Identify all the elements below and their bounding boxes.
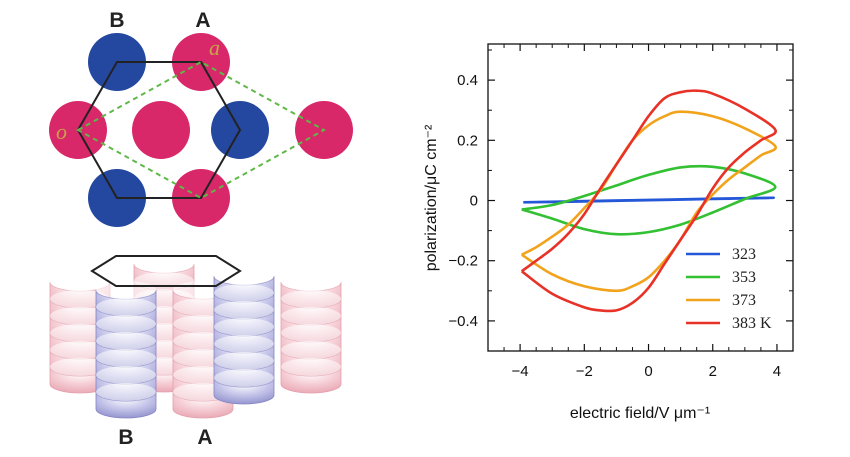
y-tick-label: −0.2 — [448, 253, 478, 270]
legend-label: 353 — [732, 269, 756, 286]
top-label-a: A — [195, 9, 210, 32]
disk-top-face — [96, 383, 156, 401]
disk-top-face — [281, 341, 341, 359]
structure-panel: B A a o B A — [49, 9, 353, 449]
x-tick-label: −2 — [576, 363, 593, 380]
disk-top-face — [214, 284, 274, 302]
disk-top-face — [281, 324, 341, 342]
disk-top-face — [281, 358, 341, 376]
disk-top-face — [134, 255, 194, 273]
x-tick-label: 2 — [709, 363, 717, 380]
legend-label: 383 K — [732, 315, 772, 332]
unit-cell-outline — [75, 60, 327, 200]
disk-top-face — [96, 281, 156, 299]
disk-top-face — [214, 318, 274, 336]
top-view-lattice: a o — [49, 33, 353, 227]
side-hexagon-outline — [90, 255, 242, 287]
disk-top-face — [214, 301, 274, 319]
x-tick-label: −4 — [512, 363, 529, 380]
disk-a — [132, 101, 190, 159]
y-tick-label: 0.2 — [457, 132, 478, 149]
disk-top-face — [214, 352, 274, 370]
disk-top-face — [96, 366, 156, 384]
disk-top-face — [214, 335, 274, 353]
legend-label: 323 — [732, 246, 756, 263]
disk-top-face — [281, 290, 341, 308]
disk-top-face — [214, 267, 274, 285]
y-tick-label: 0.4 — [457, 72, 478, 89]
series-curve-3 — [520, 89, 777, 313]
legend: 323 353 373 383 K — [686, 246, 772, 332]
plot-frame — [487, 43, 794, 352]
disk-top-face — [96, 315, 156, 333]
y-axis-label: polarization/μC cm⁻² — [423, 124, 440, 271]
disk-top-face — [50, 358, 110, 376]
side-view-stacks — [49, 255, 342, 419]
tick-labels: −4 −2 0 2 4 −0.4 −0.2 0 0.2 0.4 — [448, 72, 781, 380]
y-tick-label: −0.4 — [448, 313, 478, 330]
y-tick-label: 0 — [470, 193, 478, 210]
disk-top-face — [214, 369, 274, 387]
hysteresis-chart: −4 −2 0 2 4 −0.4 −0.2 0 0.2 0.4 323 353 373 383 K el… — [423, 43, 794, 422]
disk-top-face — [50, 290, 110, 308]
axis-ticks — [487, 44, 794, 352]
series-curve-1 — [521, 164, 777, 236]
x-axis-label: electric field/V μm⁻¹ — [570, 405, 710, 422]
disk-top-face — [50, 324, 110, 342]
disk-top-face — [96, 298, 156, 316]
bottom-label-b: B — [118, 426, 133, 449]
disk-top-face — [50, 341, 110, 359]
disk-top-face — [50, 273, 110, 291]
disk-top-face — [96, 349, 156, 367]
bottom-label-a: A — [197, 426, 212, 449]
point-label-o: o — [56, 119, 67, 144]
disk-top-face — [50, 307, 110, 325]
x-tick-label: 0 — [644, 363, 652, 380]
top-label-b: B — [109, 9, 124, 32]
series-curve-2 — [521, 110, 777, 293]
legend-label: 373 — [732, 292, 756, 309]
series-curve-0 — [523, 196, 775, 204]
disk-top-face — [96, 332, 156, 350]
series-curves — [520, 89, 777, 313]
disk-top-face — [281, 273, 341, 291]
point-label-a: a — [209, 35, 220, 60]
x-tick-label: 4 — [773, 363, 781, 380]
disk-top-face — [281, 307, 341, 325]
